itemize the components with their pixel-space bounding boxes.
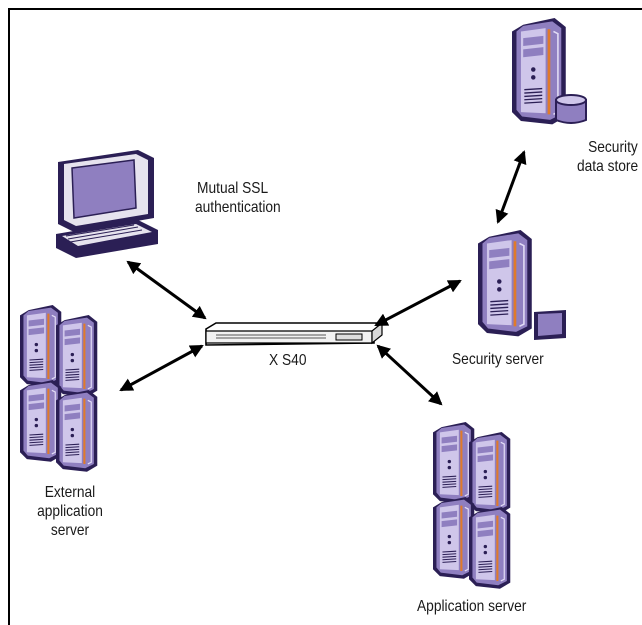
security-server-icon — [476, 228, 566, 340]
mutual-ssl-label-line2: authentication — [195, 199, 281, 216]
diagram-frame — [8, 8, 642, 625]
external-application-server-cluster-icon — [20, 305, 97, 472]
security-data-store-server-icon — [510, 16, 587, 126]
arrow-appliance-application-server — [376, 344, 443, 406]
external-application-label-line1: External — [44, 484, 96, 501]
security-server-label: Security server — [452, 351, 544, 368]
arrow-workstation-appliance — [126, 260, 207, 320]
application-server-cluster-icon — [433, 422, 510, 589]
arrow-external-appliance — [119, 344, 204, 392]
security-data-store-label-line1: Security — [588, 139, 638, 156]
external-application-label-line3: server — [50, 522, 90, 539]
mutual-ssl-label-line1: Mutual SSL — [197, 180, 269, 197]
appliance-label: X S40 — [269, 352, 307, 369]
security-data-store-label-line2: data store — [576, 158, 638, 175]
arrow-security-server-data-store — [495, 150, 527, 224]
external-application-label-line2: application — [37, 503, 103, 520]
arrow-appliance-security-server — [374, 279, 462, 327]
application-server-label: Application server — [417, 598, 527, 615]
appliance-x-s40-icon — [205, 321, 384, 346]
workstation-icon — [56, 150, 158, 258]
